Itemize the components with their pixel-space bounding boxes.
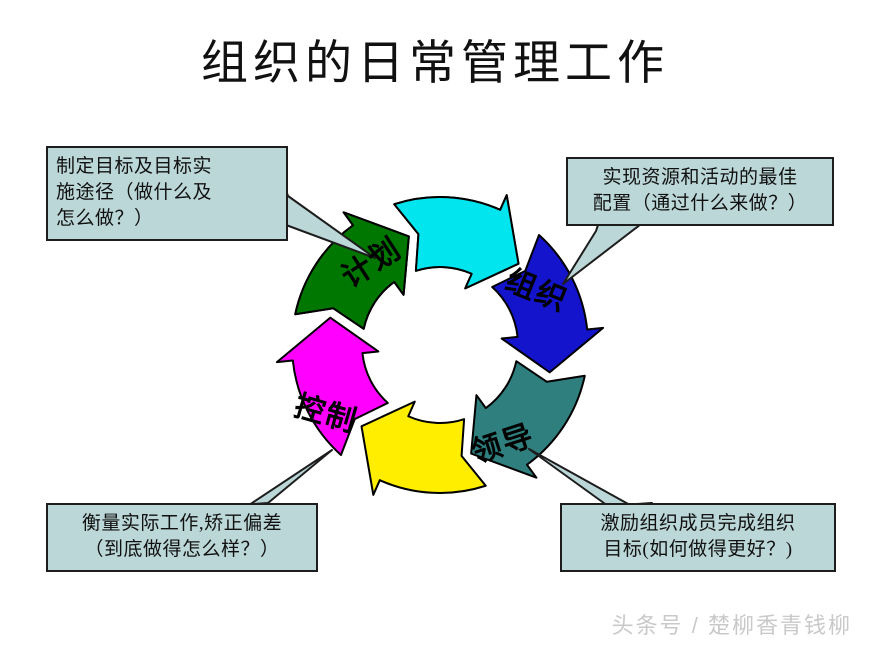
watermark: 头条号 / 楚柳香青钱柳 xyxy=(611,613,852,638)
callout-lead-line-1: 激励组织成员完成组织 xyxy=(600,513,796,534)
callout-organize-line-1: 实现资源和活动的最佳 xyxy=(602,167,798,188)
callout-organize: 实现资源和活动的最佳 配置（通过什么来做？） xyxy=(566,157,834,226)
page-title: 组织的日常管理工作 xyxy=(201,38,669,90)
callout-tail-lead xyxy=(528,448,653,507)
cycle-arrow-segment xyxy=(360,400,487,496)
cycle-arrow-segment xyxy=(491,234,605,374)
cycle-arrow-segment xyxy=(470,360,586,479)
callout-tail-control xyxy=(223,449,333,508)
cycle-arrow-segment xyxy=(275,316,389,456)
callout-control: 衡量实际工作,矫正偏差 （到底做得怎么样？） xyxy=(46,503,318,572)
callout-lead-line-2: 目标(如何做得更好？) xyxy=(603,539,793,560)
callout-plan-line-2: 施途径（做什么及 xyxy=(56,182,213,203)
ring-arrow-group xyxy=(275,194,605,496)
callout-control-line-1: 衡量实际工作,矫正偏差 xyxy=(81,513,283,534)
callout-plan-line-3: 怎么做？） xyxy=(56,208,154,229)
callout-plan: 制定目标及目标实 施途径（做什么及 怎么做？） xyxy=(46,146,288,241)
cycle-arrow-segment xyxy=(294,211,410,330)
callout-lead: 激励组织成员完成组织 目标(如何做得更好？) xyxy=(560,503,836,572)
cycle-arrow-segment xyxy=(393,194,520,290)
callout-organize-line-2: 配置（通过什么来做？） xyxy=(592,193,808,214)
callout-tail-organize xyxy=(562,218,646,285)
callout-plan-line-1: 制定目标及目标实 xyxy=(56,156,213,177)
callout-control-line-2: （到底做得怎么样？） xyxy=(84,539,280,560)
